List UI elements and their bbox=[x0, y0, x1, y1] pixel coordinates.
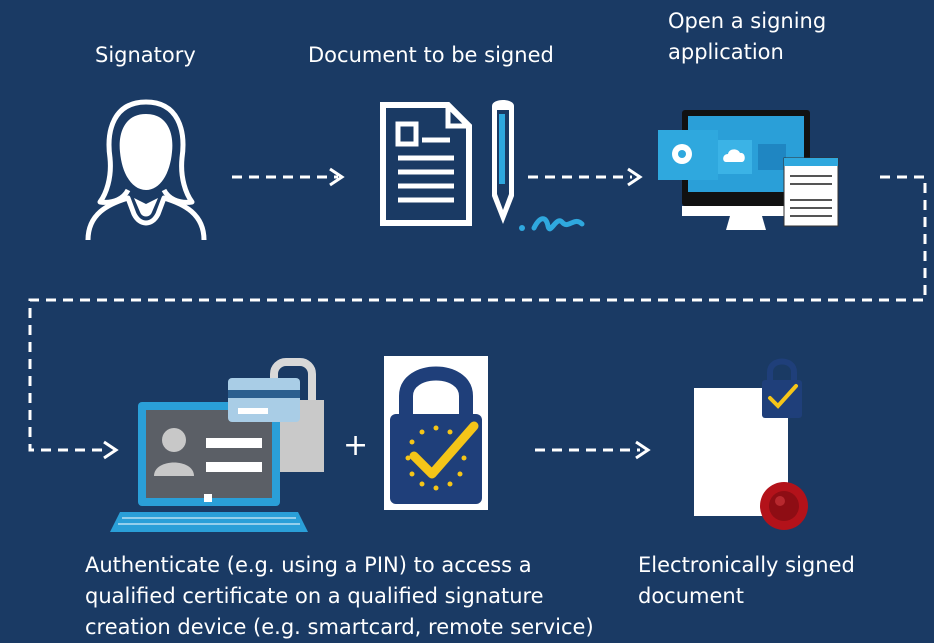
user-icon bbox=[85, 99, 207, 241]
pen-icon bbox=[492, 100, 585, 232]
mini-eu-trust-mark-icon bbox=[762, 358, 802, 418]
signed-document-icon bbox=[694, 358, 808, 530]
label-authenticate: Authenticate (e.g. using a PIN) to acces… bbox=[85, 553, 594, 639]
arrowhead-4 bbox=[635, 440, 651, 460]
label-signed-document: Electronically signed document bbox=[638, 553, 855, 608]
document-icon bbox=[380, 102, 472, 226]
arrow-application-to-authenticate bbox=[28, 175, 927, 452]
arrowhead-2 bbox=[627, 167, 643, 187]
wax-seal-icon bbox=[760, 482, 808, 530]
plus-sign: + bbox=[343, 428, 369, 463]
label-document: Document to be signed bbox=[308, 43, 554, 67]
eu-trust-mark-icon bbox=[384, 356, 488, 510]
label-signing-application: Open a signing application bbox=[668, 9, 827, 64]
laptop-icon bbox=[110, 358, 324, 532]
arrowhead-1 bbox=[329, 167, 345, 187]
arrowhead-3 bbox=[103, 440, 119, 460]
computer-icon bbox=[658, 110, 839, 230]
label-signatory: Signatory bbox=[95, 43, 196, 67]
